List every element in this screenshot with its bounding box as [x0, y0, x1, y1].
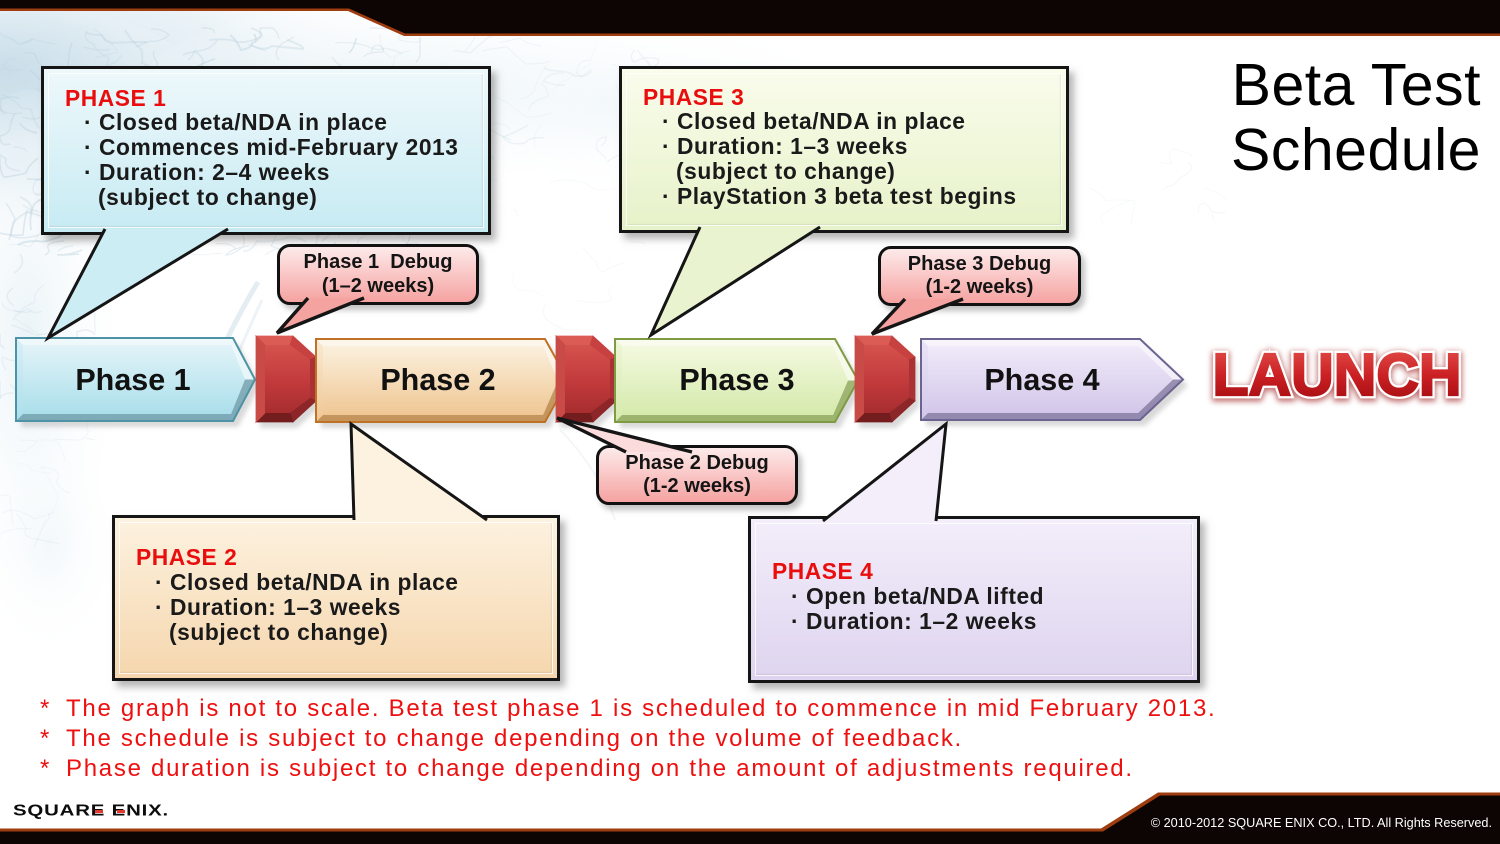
svg-text:Phase 3: Phase 3 — [679, 363, 794, 397]
svg-text:LAUNCH: LAUNCH — [1212, 342, 1461, 408]
svg-text:Phase 4: Phase 4 — [984, 363, 1099, 397]
svg-text:Phase 2: Phase 2 — [380, 363, 495, 397]
svg-text:LAUNCH: LAUNCH — [1212, 342, 1461, 408]
svg-text:LAUNCH: LAUNCH — [1212, 344, 1461, 410]
svg-text:Phase 1: Phase 1 — [75, 363, 190, 397]
